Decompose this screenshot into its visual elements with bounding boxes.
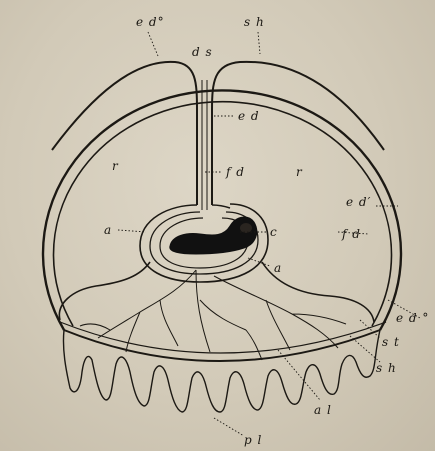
label-a-lower: a <box>274 261 282 275</box>
label-sh-bottom: s h <box>376 361 397 375</box>
allantoic-vessels <box>80 270 346 360</box>
label-ed-top: e d° <box>136 15 165 29</box>
label-c: c <box>270 225 278 239</box>
label-al: a l <box>314 403 332 417</box>
leader-a-left <box>118 230 146 232</box>
label-pl: p l <box>244 433 262 447</box>
embryo-head-highlight <box>240 223 252 233</box>
leader-al <box>278 350 320 400</box>
chorion-lower-rim-inner <box>60 322 386 353</box>
label-r-right: r <box>296 165 303 179</box>
label-st: s t <box>382 335 400 349</box>
embryo-body <box>170 217 257 254</box>
chorion-outer-wall <box>43 90 401 330</box>
label-r-left: r <box>112 159 119 173</box>
chorion-lower-rim <box>64 330 380 361</box>
chorion-inner-wall <box>54 102 392 326</box>
leader-pl <box>214 418 244 436</box>
leader-sh-top <box>258 32 260 54</box>
label-ed-circle: e d ° <box>396 311 429 325</box>
label-ed-mid: e d <box>238 109 260 123</box>
label-fd-right: f d <box>341 227 361 241</box>
allantois-sac <box>59 262 374 322</box>
label-ed-prime: e d′ <box>346 195 371 209</box>
cord-right-wall <box>212 62 384 205</box>
label-ds: d s <box>192 45 213 59</box>
label-fd-center: f d <box>225 165 245 179</box>
label-sh-top: s h <box>244 15 265 29</box>
amnion-cord-junction <box>212 205 230 208</box>
label-a-left: a <box>104 223 112 237</box>
leader-ed-top <box>148 32 158 56</box>
